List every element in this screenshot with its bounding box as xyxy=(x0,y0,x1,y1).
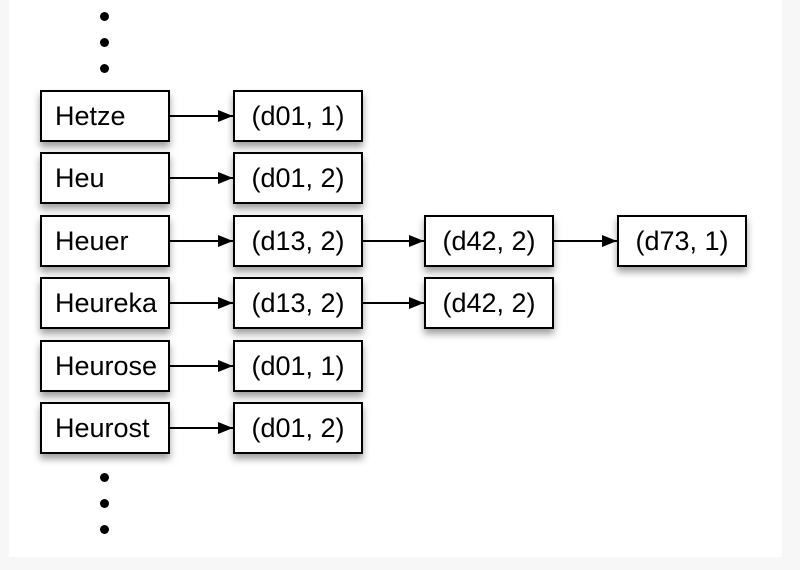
term-box: Heurose xyxy=(40,340,170,392)
arrow-right-icon xyxy=(363,239,424,242)
posting-box: (d01, 1) xyxy=(233,90,363,142)
ellipsis-dot xyxy=(100,499,109,508)
posting-box: (d01, 1) xyxy=(233,340,363,392)
posting-box: (d73, 1) xyxy=(617,215,747,267)
arrow-right-icon xyxy=(170,301,233,304)
posting-box: (d13, 2) xyxy=(233,277,363,329)
index-row-heurost: Heurost (d01, 2) xyxy=(9,402,782,454)
posting-box: (d01, 2) xyxy=(233,152,363,204)
ellipsis-dot xyxy=(100,12,109,21)
slide-canvas: Hetze (d01, 1) Heu (d01, 2) Heuer (d13, … xyxy=(9,0,782,557)
arrow-right-icon xyxy=(363,301,424,304)
arrow-right-icon xyxy=(170,114,233,117)
term-box: Heurost xyxy=(40,402,170,454)
index-row-heureka: Heureka (d13, 2) (d42, 2) xyxy=(9,277,782,329)
ellipsis-top xyxy=(100,12,109,73)
posting-box: (d42, 2) xyxy=(424,277,554,329)
arrow-right-icon xyxy=(170,239,233,242)
ellipsis-dot xyxy=(100,64,109,73)
arrow-right-icon xyxy=(170,176,233,179)
index-row-hetze: Hetze (d01, 1) xyxy=(9,90,782,142)
term-box: Heuer xyxy=(40,215,170,267)
arrow-right-icon xyxy=(170,426,233,429)
index-row-heu: Heu (d01, 2) xyxy=(9,152,782,204)
term-box: Heureka xyxy=(40,277,170,329)
ellipsis-dot xyxy=(100,38,109,47)
index-row-heurose: Heurose (d01, 1) xyxy=(9,340,782,392)
arrow-right-icon xyxy=(170,364,233,367)
term-box: Hetze xyxy=(40,90,170,142)
arrow-right-icon xyxy=(554,239,617,242)
ellipsis-bottom xyxy=(100,473,109,534)
ellipsis-dot xyxy=(100,525,109,534)
posting-box: (d01, 2) xyxy=(233,402,363,454)
ellipsis-dot xyxy=(100,473,109,482)
posting-box: (d13, 2) xyxy=(233,215,363,267)
term-box: Heu xyxy=(40,152,170,204)
index-row-heuer: Heuer (d13, 2) (d42, 2) (d73, 1) xyxy=(9,215,782,267)
posting-box: (d42, 2) xyxy=(424,215,554,267)
